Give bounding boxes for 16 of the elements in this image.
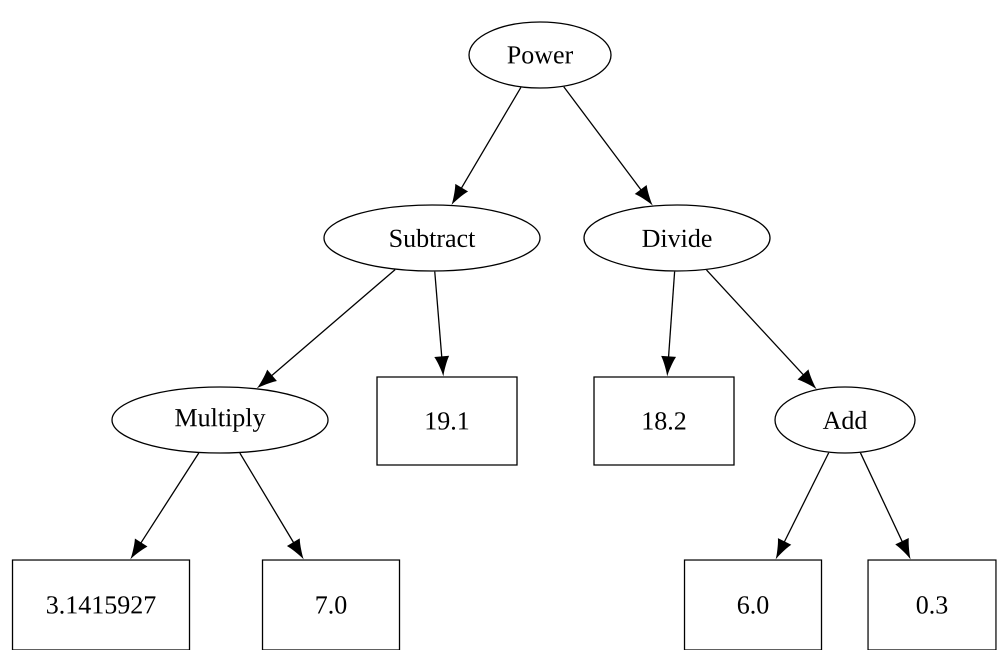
arrow — [452, 87, 522, 204]
value-box: 19.1 — [376, 376, 518, 466]
arrow — [239, 452, 303, 558]
value-box: 7.0 — [262, 559, 400, 650]
arrow — [258, 269, 396, 388]
arrow — [706, 269, 816, 388]
value-box: 18.2 — [593, 376, 735, 466]
arrow — [131, 452, 200, 558]
value-box: 3.1415927 — [12, 559, 190, 650]
arrow — [860, 452, 910, 558]
arrow — [662, 272, 676, 374]
value-box: 0.3 — [867, 559, 997, 650]
arrow — [776, 452, 830, 558]
value-box: 6.0 — [684, 559, 822, 650]
arrow — [563, 86, 652, 204]
arrow — [434, 272, 449, 374]
